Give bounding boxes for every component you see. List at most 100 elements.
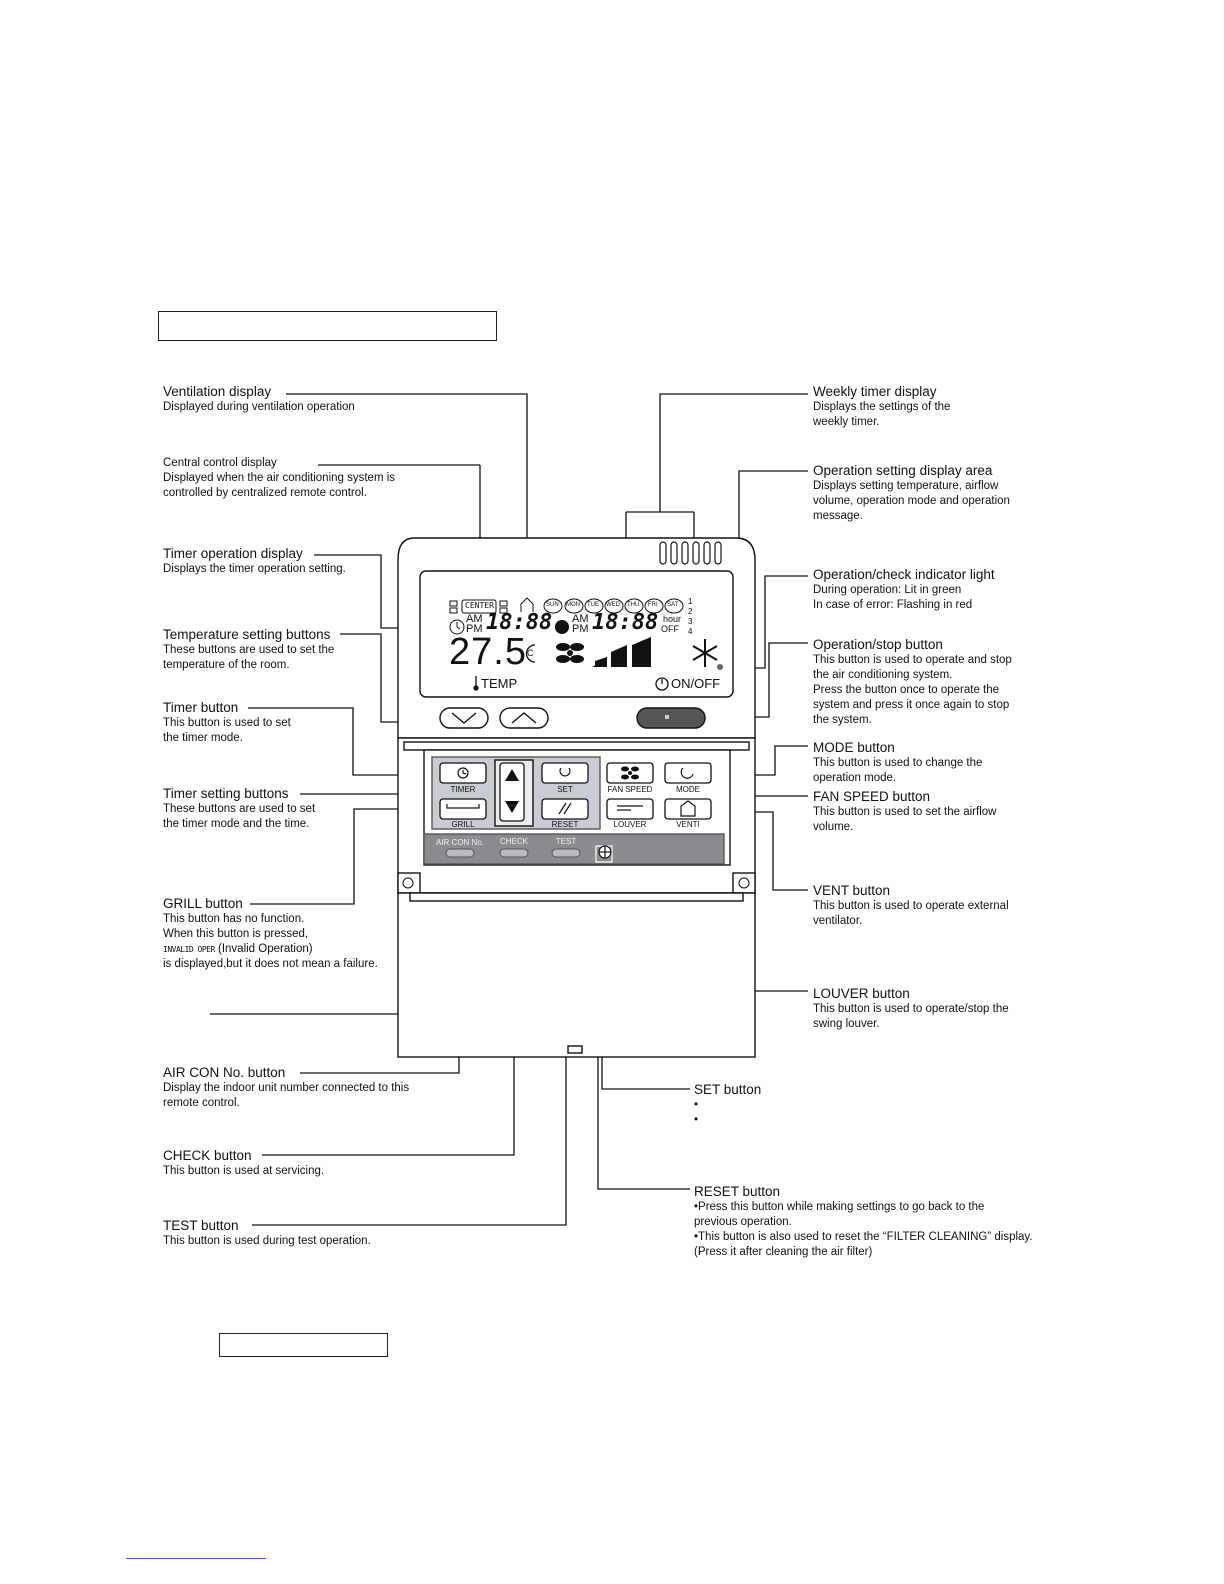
ann-aircon-no-title: AIR CON No. button [163,1065,286,1080]
ann-grill-desc3: (Invalid Operation) [218,943,313,955]
louver-button [606,798,654,820]
ann-grill: GRILL button This button has no function… [163,896,378,972]
ann-grill-title: GRILL button [163,896,243,911]
fan-speed-label: FAN SPEED [607,785,653,794]
lcd-center-label: CENTER [465,601,494,610]
vent-button [664,798,712,820]
ann-central-desc: Displayed when the air conditioning syst… [163,472,396,499]
timer-clock-icon [449,619,465,635]
test-label: TEST [555,837,577,846]
ann-test-desc: This button is used during test operatio… [163,1235,371,1247]
ann-test-title: TEST button [163,1218,239,1233]
airflow-bars [592,637,651,667]
ann-ventilation-title: Ventilation display [163,384,272,399]
day-sun: SUN [546,602,559,608]
ann-timer-setting-title: Timer setting buttons [163,786,289,801]
reset-button [541,798,589,820]
lcd-off: OFF [661,624,679,634]
ann-mode-desc: This button is used to change the operat… [813,757,983,784]
grill-label: GRILL [451,820,475,829]
day-sat: SAT [667,602,679,608]
ann-louver-desc: This button is used to operate/stop the … [813,1003,1009,1030]
reset-label: RESET [551,820,579,829]
invalid-oper-glyph: INVALID OPER [163,945,215,954]
ann-indicator-title: Operation/check indicator light [813,567,995,582]
ann-aircon-no: AIR CON No. button Display the indoor un… [163,1065,409,1111]
ann-weekly-title: Weekly timer display [813,384,937,399]
set-button [541,762,589,784]
clock-icon [457,767,469,779]
ann-timer-op-title: Timer operation display [163,546,303,561]
ann-timer-setting-desc: These buttons are used to set the timer … [163,803,316,830]
lcd-temp-value: 27.5 [449,631,527,673]
ann-temp-set-title: Temperature setting buttons [163,627,331,642]
ann-set: SET button • • [694,1082,761,1128]
ann-aircon-no-desc: Display the indoor unit number connected… [163,1082,410,1109]
ann-fan: FAN SPEED button This button is used to … [813,789,996,835]
vent-house-icon [680,800,696,817]
day-wed: WED [606,602,620,608]
footer-rule [126,1558,266,1559]
mode-cycle-icon [680,767,694,779]
ann-grill-desc1: This button has no function. [163,913,305,925]
ventilation-icon [520,597,534,612]
ann-test: TEST button This button is used during t… [163,1218,371,1249]
ann-onoff-title: Operation/stop button [813,637,943,652]
ann-check: CHECK button This button is used at serv… [163,1148,324,1179]
ann-weekly: Weekly timer display Displays the settin… [813,384,950,430]
timer-setting-buttons [499,762,525,822]
ann-vent: VENT button This button is used to opera… [813,883,1009,929]
ann-fan-title: FAN SPEED button [813,789,931,804]
section-title-box [158,311,497,341]
mode-button [664,762,712,784]
temp-label: TEMP [481,676,518,691]
ann-timer-setting: Timer setting buttons These buttons are … [163,786,315,832]
ann-ventilation: Ventilation display Displayed during ven… [163,384,355,415]
ann-timer-btn-title: Timer button [163,700,239,715]
ann-timer-btn-desc: This button is used to set the timer mod… [163,717,291,744]
power-icon [559,767,571,777]
day-mon: MON [566,602,580,608]
ann-ventilation-desc: Displayed during ventilation operation [163,401,355,413]
ann-timer-op-desc: Displays the timer operation setting. [163,563,346,575]
ann-central: Central control display Displayed when t… [163,456,395,501]
ann-op-setting-title: Operation setting display area [813,463,993,478]
louver-label: LOUVER [613,820,647,829]
lcd-num-2: 2 [688,607,693,616]
lcd-clock-1: 18:88 [486,610,553,635]
lcd-clock-2: 18:88 [592,610,659,635]
ann-central-title: Central control display [163,457,277,469]
ann-weekly-desc: Displays the settings of the weekly time… [813,401,951,428]
ann-set-bullet1: • [694,1099,699,1111]
day-bubbles [543,598,684,614]
lcd-num-3: 3 [688,617,693,626]
ann-op-setting-desc: Displays setting temperature, airflow vo… [813,480,1010,522]
ann-mode-title: MODE button [813,740,895,755]
check-label: CHECK [499,837,528,846]
ann-temp-set-desc: These buttons are used to set the temper… [163,644,335,671]
lcd-pm-1: PM [466,623,483,635]
timer-on-icon [555,620,569,634]
ann-vent-title: VENT button [813,883,891,898]
onoff-power-icon [655,677,669,691]
ann-set-bullet2: • [694,1114,699,1126]
snowflake-icon [692,639,718,667]
ann-grill-desc3-line: INVALID OPER (Invalid Operation) [163,942,378,957]
ann-fan-desc: This button is used to set the airflow v… [813,806,997,833]
day-tue: TUE [587,602,599,608]
ann-louver-title: LOUVER button [813,986,910,1001]
ann-check-title: CHECK button [163,1148,252,1163]
lcd-fan-icon [556,643,584,663]
ann-reset-title: RESET button [694,1184,781,1199]
onoff-label: ON/OFF [671,676,721,691]
lcd-num-1: 1 [688,597,693,606]
aircon-no-label: AIR CON No. [435,838,484,847]
fan-icon [621,766,639,780]
day-fri: FRI [648,602,658,608]
caption-box [219,1333,388,1357]
ann-mode: MODE button This button is used to chang… [813,740,982,786]
venti-label: VENTI [676,820,700,829]
ann-set-title: SET button [694,1082,762,1097]
lcd-num-4: 4 [688,627,693,636]
